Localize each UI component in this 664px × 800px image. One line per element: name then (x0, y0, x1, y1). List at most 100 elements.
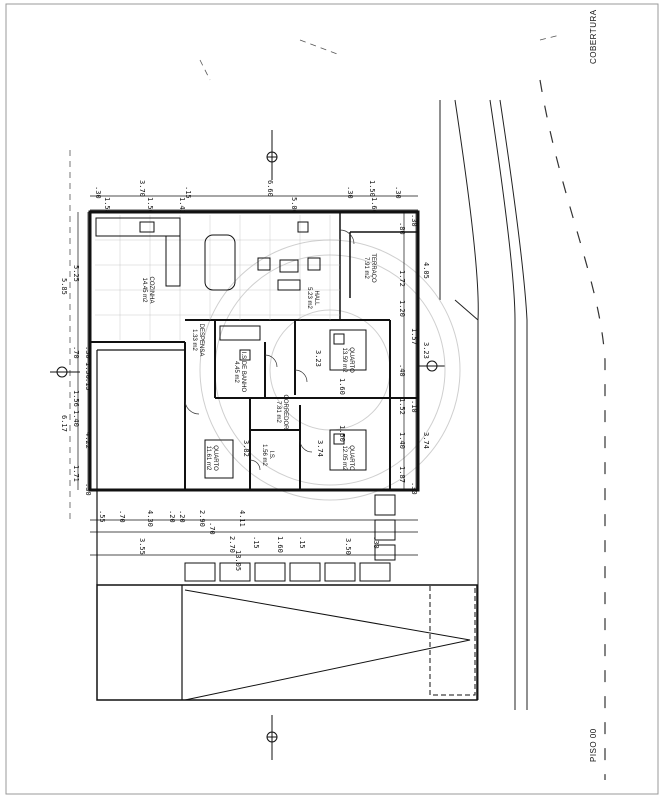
room-area: 12.05 m2 (341, 445, 347, 471)
room-is: I.S. 1.56 m2 (261, 444, 274, 466)
room-is-banho: I.S DE BANHO 4.45 m2 (233, 352, 246, 393)
sheet-border (5, 3, 659, 795)
room-cozinha: COZINHA 14.45 m2 (141, 277, 154, 304)
dim-label: 1.50 (338, 425, 346, 442)
dim-label: 5.06 (290, 197, 298, 214)
dim-label: .30 (346, 186, 354, 199)
dim-label: 3.23 (422, 342, 430, 359)
dim-label: 2.90 (198, 510, 206, 527)
dim-label: .30 (394, 186, 402, 199)
room-area: 11.61 m2 (205, 446, 211, 471)
dim-label: 1.72 (398, 270, 406, 287)
room-name: HALL (313, 290, 319, 306)
dim-label: .15 (298, 536, 306, 549)
room-name: TERRAÇO (370, 253, 376, 283)
floor-tiles (95, 215, 340, 340)
interior-dims: 3.23 3.82 3.74 1.60 1.50 (242, 350, 346, 457)
room-area: 13.59 m2 (341, 347, 347, 373)
dim-label: 6.60 (266, 180, 274, 197)
dim-label: .15 (252, 536, 260, 549)
parking-area (96, 349, 478, 701)
street-dashed-line (539, 79, 606, 780)
dim-label: .30 (84, 346, 92, 359)
section-marker-right (418, 360, 445, 372)
right-dims-inner: .80 1.72 1.20 .40 1.52 .10 1.40 1.87 (398, 222, 418, 483)
dim-label: .20 (168, 510, 176, 523)
dim-label: .30 (372, 536, 380, 549)
dim-label: 1.52 (398, 398, 406, 415)
dim-label: .30 (410, 214, 418, 227)
room-quarto-2: QUARTO 11.61 m2 (205, 445, 218, 471)
room-name: I.S. (268, 450, 274, 459)
section-marker-bottom (266, 715, 278, 760)
dim-label: 5.85 (60, 278, 68, 295)
dim-label: .70 (118, 510, 126, 523)
cobertura-label: COBERTURA (589, 9, 598, 64)
dim-label: 1.71 (72, 465, 80, 482)
bottom-dims-inner: .70 2.70 .15 1.60 .15 .30 .55 .20 2.90 .… (98, 510, 380, 553)
room-area: 7.81 m2 (275, 401, 281, 423)
dim-label: .30 (410, 482, 418, 495)
dim-label: 1.60 (370, 197, 378, 214)
dim-label: 6.17 (60, 415, 68, 432)
dim-label: 1.60 (338, 378, 346, 395)
room-area: 1.33 m2 (191, 329, 197, 351)
top-dims-inner: 1.58 1.50 1.42 5.06 1.60 (103, 197, 378, 214)
roof-outline (69, 34, 561, 520)
dim-label: 1.50 (146, 197, 154, 214)
dim-label: .15 (184, 186, 192, 199)
room-quarto-1: QUARTO 13.59 m2 (341, 347, 354, 373)
left-dims-outer: 5.85 6.17 (60, 278, 68, 432)
dim-label: 1.50 (84, 362, 92, 379)
dim-label: .55 (98, 510, 106, 523)
dim-label: 1.60 (276, 536, 284, 553)
dim-label: 3.70 (138, 180, 146, 197)
room-area: 4.45 m2 (233, 361, 239, 383)
dim-label: 1.50 (368, 180, 376, 197)
room-name: QUARTO (348, 445, 354, 471)
kitchen-furniture (95, 217, 321, 361)
street-lines (439, 99, 528, 710)
dim-label: .70 (208, 522, 216, 535)
room-name: COZINHA (148, 277, 154, 304)
dim-label: .70 (72, 346, 80, 359)
dim-label: 3.23 (314, 350, 322, 367)
dim-label: 1.87 (398, 466, 406, 483)
dim-label: 5.25 (72, 265, 80, 282)
room-area: 14.45 m2 (141, 277, 147, 303)
room-hall: HALL 5.23 m2 (306, 287, 319, 309)
dim-label: .30 (94, 186, 102, 199)
room-terraco: TERRAÇO 7.91 m2 (363, 253, 376, 283)
bottom-dims-outer: 13.05 3.55 4.30 3.50 4.11 (138, 510, 352, 571)
dim-label: 3.82 (242, 440, 250, 457)
dim-label: 4.30 (146, 510, 154, 527)
piso-label: PISO 00 (589, 728, 598, 762)
section-marker-left (50, 366, 80, 378)
room-name: QUARTO (348, 347, 354, 373)
dim-label: 4.05 (422, 262, 430, 279)
dim-label: 3.55 (138, 538, 146, 555)
dim-label: .40 (398, 364, 406, 377)
beds (204, 329, 367, 479)
dim-label: 3.50 (344, 538, 352, 555)
dim-label: 1.40 (398, 432, 406, 449)
dim-label: 13.05 (234, 550, 242, 571)
dim-label: 1.56 (72, 390, 80, 407)
room-name: CORREDOR (282, 394, 288, 430)
dim-label: 1.42 (178, 197, 186, 214)
top-dims-outer: .30 3.70 .15 6.60 .30 1.50 .30 (94, 180, 402, 199)
dim-label: 1.58 (103, 197, 111, 214)
room-area: 1.56 m2 (261, 444, 267, 466)
dim-label: 2.70 (228, 536, 236, 553)
dim-label: 3.74 (316, 440, 324, 457)
dim-label: .80 (398, 222, 406, 235)
room-despensa: DESPENSA 1.33 m2 (191, 324, 204, 357)
room-area: 5.23 m2 (306, 287, 312, 309)
garden-planters (184, 494, 396, 582)
left-dims-inner: 5.25 .70 .30 1.50 .15 1.56 1.40 4.22 1.7… (72, 265, 92, 496)
dim-label: 3.74 (422, 432, 430, 449)
dim-label: 4.11 (238, 510, 246, 527)
room-name: I.S DE BANHO (240, 352, 246, 393)
dim-label: 1.20 (398, 300, 406, 317)
